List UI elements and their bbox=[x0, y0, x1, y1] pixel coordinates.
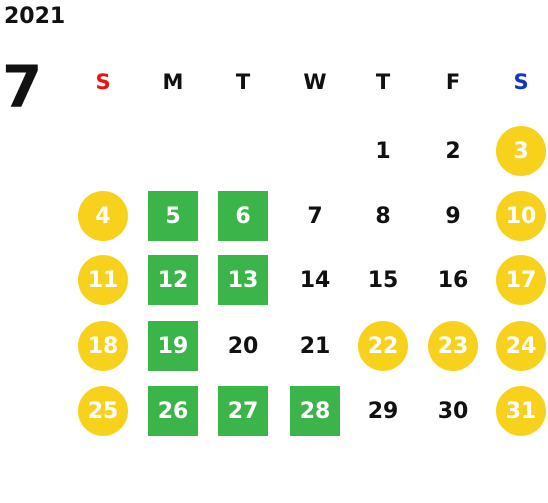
day-cell: 9 bbox=[445, 203, 461, 229]
day-cell: 18 bbox=[78, 321, 128, 371]
day-cell: 8 bbox=[375, 203, 391, 229]
weekday-label: F bbox=[445, 70, 461, 94]
day-cell: 16 bbox=[437, 267, 469, 293]
year-label: 2021 bbox=[4, 4, 66, 29]
day-cell: 11 bbox=[78, 255, 128, 305]
day-cell: 5 bbox=[148, 191, 198, 241]
weekday-label: M bbox=[162, 70, 184, 94]
day-cell: 29 bbox=[367, 398, 399, 424]
day-cell: 7 bbox=[307, 203, 323, 229]
day-cell: 23 bbox=[428, 321, 478, 371]
day-cell: 20 bbox=[227, 333, 259, 359]
day-cell: 2 bbox=[445, 138, 461, 164]
day-cell: 19 bbox=[148, 321, 198, 371]
day-cell: 31 bbox=[496, 386, 546, 436]
day-cell: 25 bbox=[78, 386, 128, 436]
day-cell: 10 bbox=[496, 191, 546, 241]
day-cell: 1 bbox=[375, 138, 391, 164]
day-cell: 24 bbox=[496, 321, 546, 371]
day-cell: 4 bbox=[78, 191, 128, 241]
day-cell: 30 bbox=[437, 398, 469, 424]
month-number: 7 bbox=[2, 53, 43, 121]
weekday-label: W bbox=[303, 70, 327, 94]
day-cell: 26 bbox=[148, 386, 198, 436]
day-cell: 12 bbox=[148, 255, 198, 305]
day-cell: 17 bbox=[496, 255, 546, 305]
weekday-label: T bbox=[235, 70, 251, 94]
weekday-label: S bbox=[95, 70, 111, 94]
day-cell: 15 bbox=[367, 267, 399, 293]
day-cell: 27 bbox=[218, 386, 268, 436]
weekday-label: S bbox=[513, 70, 529, 94]
day-cell: 22 bbox=[358, 321, 408, 371]
day-cell: 13 bbox=[218, 255, 268, 305]
day-cell: 6 bbox=[218, 191, 268, 241]
day-cell: 21 bbox=[299, 333, 331, 359]
weekday-label: T bbox=[375, 70, 391, 94]
day-cell: 14 bbox=[299, 267, 331, 293]
day-cell: 28 bbox=[290, 386, 340, 436]
day-cell: 3 bbox=[496, 126, 546, 176]
